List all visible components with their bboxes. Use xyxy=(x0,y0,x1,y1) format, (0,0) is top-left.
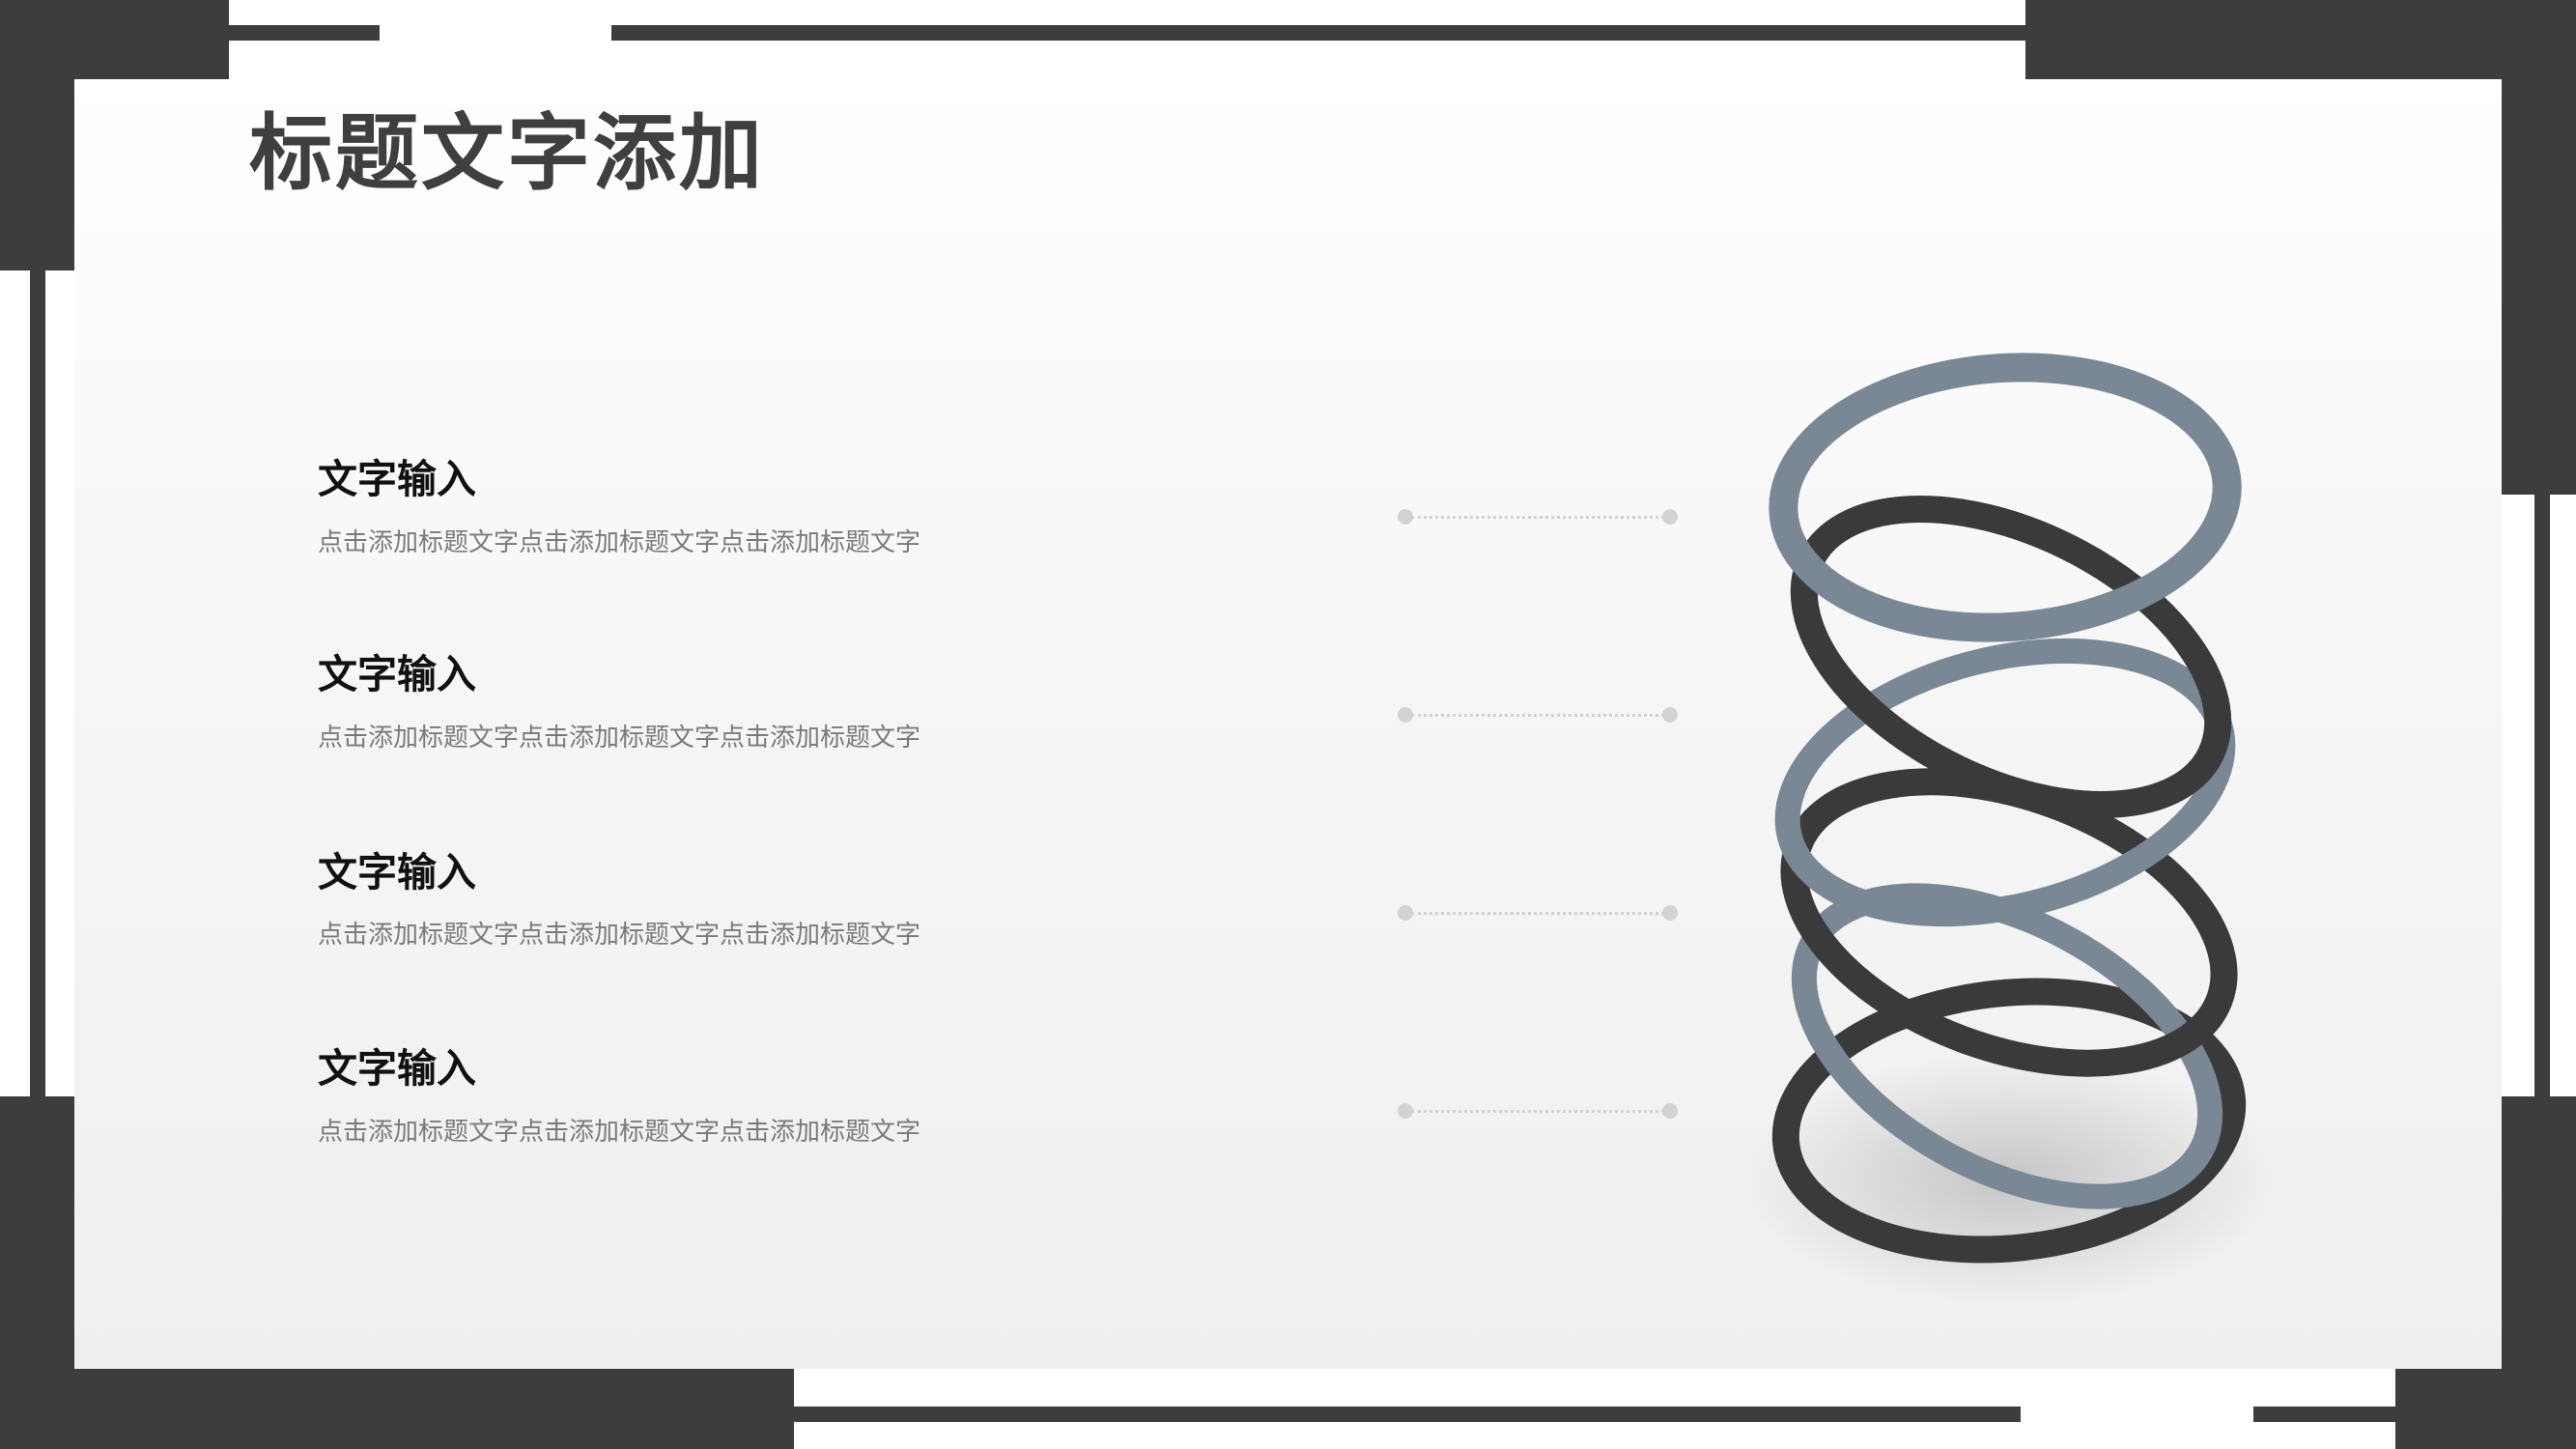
ring-dark-bottom xyxy=(1771,978,2247,1264)
frame-right-vertical-thin xyxy=(2534,495,2550,1096)
item-4-heading[interactable]: 文字输入 xyxy=(318,1045,476,1092)
connector-dot-left xyxy=(1398,905,1413,921)
connector-dot-right xyxy=(1662,707,1678,723)
connector-line xyxy=(1411,912,1664,915)
stacked-rings-graphic xyxy=(1739,353,2279,1304)
item-1-heading[interactable]: 文字输入 xyxy=(318,456,476,502)
item-4-description[interactable]: 点击添加标题文字点击添加标题文字点击添加标题文字 xyxy=(318,1118,921,1147)
connector-dot-right xyxy=(1662,1103,1678,1119)
frame-corner-bottom-right-horizontal xyxy=(2395,1369,2576,1449)
item-2-description[interactable]: 点击添加标题文字点击添加标题文字点击添加标题文字 xyxy=(318,724,921,753)
connector-line xyxy=(1411,516,1664,519)
item-1-connector xyxy=(1398,508,1678,526)
ring-blue-top xyxy=(1769,353,2242,642)
connector-dot-right xyxy=(1662,509,1678,525)
frame-bottom-bar-left xyxy=(794,1406,2021,1422)
connector-dot-left xyxy=(1398,509,1413,525)
item-4-connector xyxy=(1398,1102,1678,1120)
slide-title[interactable]: 标题文字添加 xyxy=(249,105,765,202)
item-3-description[interactable]: 点击添加标题文字点击添加标题文字点击添加标题文字 xyxy=(318,921,921,950)
frame-corner-bottom-left-horizontal xyxy=(0,1369,794,1449)
connector-line xyxy=(1411,714,1664,717)
frame-top-bar-right xyxy=(611,25,2026,41)
connector-dot-left xyxy=(1398,707,1413,723)
item-1-description[interactable]: 点击添加标题文字点击添加标题文字点击添加标题文字 xyxy=(318,528,921,557)
frame-corner-top-left-vertical xyxy=(0,0,74,270)
frame-top-bar-left xyxy=(229,25,380,41)
item-2-heading[interactable]: 文字输入 xyxy=(318,651,476,697)
frame-bottom-bar-right xyxy=(2253,1406,2396,1422)
item-3-heading[interactable]: 文字输入 xyxy=(318,849,476,895)
item-3-connector xyxy=(1398,904,1678,922)
connector-dot-left xyxy=(1398,1103,1413,1119)
frame-right-vertical-top xyxy=(2502,0,2576,495)
frame-corner-top-right xyxy=(2025,0,2576,79)
connector-dot-right xyxy=(1662,905,1678,921)
frame-left-vertical-thin xyxy=(30,270,45,1096)
item-2-connector xyxy=(1398,706,1678,724)
connector-line xyxy=(1411,1110,1664,1113)
